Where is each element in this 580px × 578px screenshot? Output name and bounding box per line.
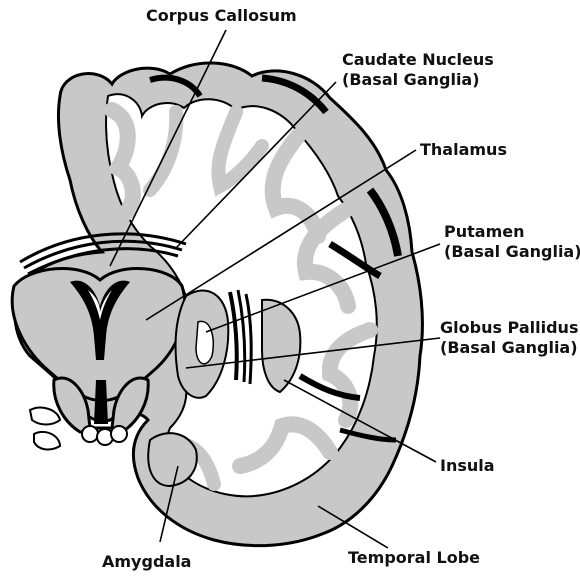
label-caudate-line1: Caudate Nucleus — [342, 50, 494, 70]
label-temporal-lobe: Temporal Lobe — [348, 548, 480, 568]
label-caudate-line2: (Basal Ganglia) — [342, 70, 494, 90]
globus-pallidus — [196, 321, 213, 363]
label-caudate-nucleus: Caudate Nucleus (Basal Ganglia) — [342, 50, 494, 90]
label-corpus-callosum: Corpus Callosum — [146, 6, 297, 26]
mammillary-body — [82, 426, 98, 442]
left-fragment — [34, 432, 60, 450]
amygdala-region — [148, 433, 197, 486]
label-putamen-line1: Putamen — [444, 222, 580, 242]
brainstem-core — [94, 380, 108, 424]
label-amygdala: Amygdala — [102, 552, 191, 572]
label-insula: Insula — [440, 456, 495, 476]
label-globus-line2: (Basal Ganglia) — [440, 338, 578, 358]
mammillary-body — [111, 426, 127, 442]
label-thalamus: Thalamus — [420, 140, 507, 160]
label-globus-pallidus: Globus Pallidus (Basal Ganglia) — [440, 318, 578, 358]
label-putamen-line2: (Basal Ganglia) — [444, 242, 580, 262]
label-putamen: Putamen (Basal Ganglia) — [444, 222, 580, 262]
left-fragment — [30, 408, 60, 425]
label-globus-line1: Globus Pallidus — [440, 318, 578, 338]
